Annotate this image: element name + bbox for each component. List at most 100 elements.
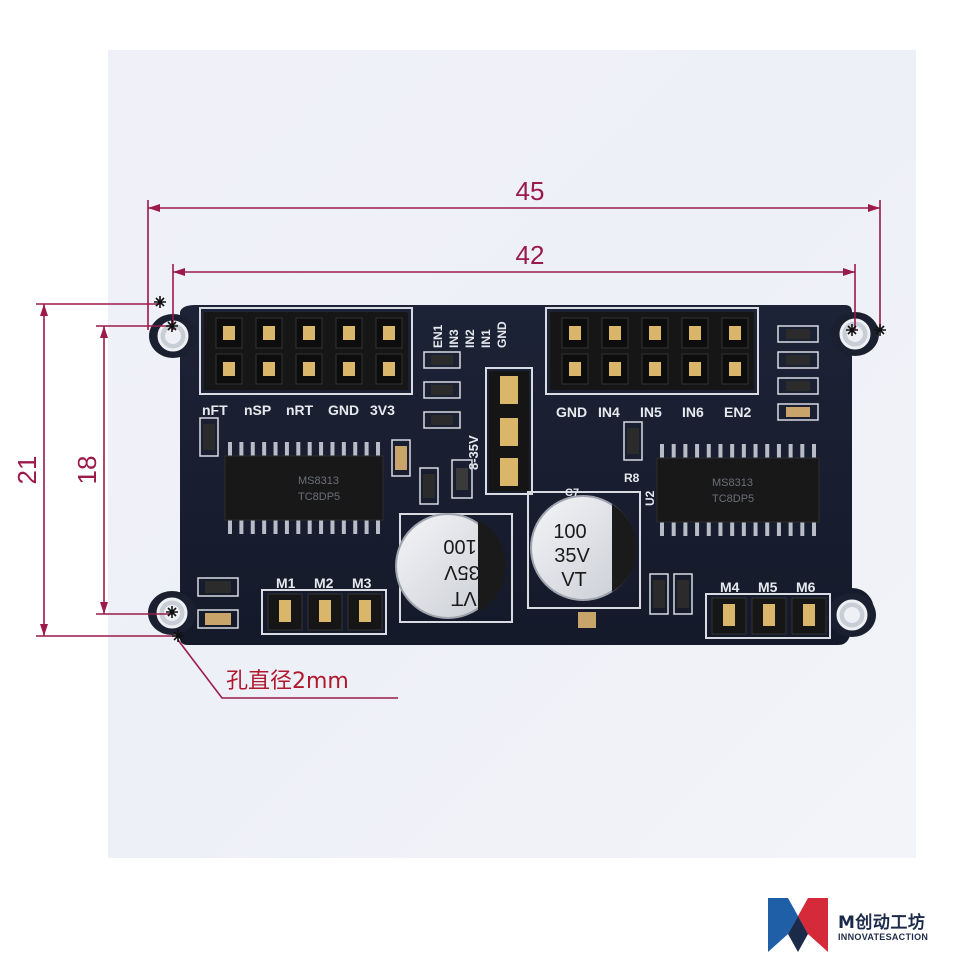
header-pin <box>649 326 661 340</box>
motor-left-label-2: M3 <box>352 575 372 591</box>
vertical-pin-label-4: GND <box>495 321 509 348</box>
chip-lead <box>284 520 289 534</box>
motor-left-label-0: M1 <box>276 575 296 591</box>
chip-lead <box>683 522 688 536</box>
header-pin <box>729 362 741 376</box>
smd-resistors-top <box>423 351 461 429</box>
brand-name: M创动工坊 <box>838 913 926 933</box>
chip-lead <box>330 442 335 456</box>
header-pin <box>649 362 661 376</box>
chip-lead <box>330 520 335 534</box>
header-pin <box>343 326 355 340</box>
header-pin-socket <box>601 317 629 349</box>
header-pin <box>383 362 395 376</box>
chip-lead <box>812 444 816 458</box>
brand-mark-icon <box>768 898 828 952</box>
chip-lead <box>730 522 735 536</box>
header-pin <box>383 326 395 340</box>
right-header-label-0: GND <box>556 404 587 420</box>
chip-lead <box>262 520 267 534</box>
header-pin-socket <box>681 317 709 349</box>
chip-lead <box>671 444 676 458</box>
chip-lead <box>800 522 805 536</box>
chip-right-part: MS8313 <box>712 477 753 489</box>
header-pin <box>569 362 581 376</box>
left-header-label-4: 3V3 <box>370 402 395 418</box>
chip-lead <box>788 444 793 458</box>
cap-right-line2: 35V <box>554 545 590 567</box>
chip-lead <box>250 442 255 456</box>
motor-left-label-1: M2 <box>314 575 334 591</box>
capacitor-right: 100 35V VT C7 <box>527 487 641 628</box>
chip-lead <box>364 520 369 534</box>
chip-lead <box>730 444 735 458</box>
dimension-lines <box>36 200 881 699</box>
chip-lead <box>353 442 358 456</box>
motor-connector-right <box>705 593 831 639</box>
chip-lead <box>706 444 711 458</box>
cap-left-line1: VT <box>451 587 477 609</box>
chip-right-code: TC8DP5 <box>712 493 754 505</box>
left-header-label-2: nRT <box>286 402 314 418</box>
chip-lead <box>812 522 816 536</box>
hole-center-marks <box>154 296 886 642</box>
header-pin <box>263 326 275 340</box>
left-header-label-3: GND <box>328 402 359 418</box>
chip-left-code: TC8DP5 <box>298 491 340 503</box>
right-header-label-4: EN2 <box>724 404 751 420</box>
motor-right-label-1: M5 <box>758 579 778 595</box>
chip-lead <box>671 522 676 536</box>
cap-left-line3: 100 <box>443 535 476 557</box>
chip-lead <box>341 442 346 456</box>
chip-lead <box>660 444 664 458</box>
motor-left-labels: M1 M2 M3 <box>276 575 372 591</box>
header-pin <box>609 326 621 340</box>
smd-resistors-right <box>777 325 819 421</box>
chip-lead <box>718 522 723 536</box>
chip-lead <box>776 522 781 536</box>
vertical-pin-label-1: IN3 <box>447 329 461 348</box>
header-pin <box>729 326 741 340</box>
chip-lead <box>695 522 700 536</box>
cap-right-line1: 100 <box>553 521 586 543</box>
chip-lead <box>341 520 346 534</box>
header-pin <box>223 326 235 340</box>
power-header: 8-35V <box>466 367 533 495</box>
chip-lead <box>262 442 267 456</box>
header-pin-socket <box>561 353 589 385</box>
chip-lead <box>683 444 688 458</box>
motor-pin <box>723 604 735 626</box>
cap-ref-label: C7 <box>565 487 579 499</box>
chip-lead <box>239 520 244 534</box>
regulator-label: U2 <box>643 490 657 506</box>
chip-lead <box>776 444 781 458</box>
header-pin <box>689 362 701 376</box>
chip-lead <box>319 520 324 534</box>
dimension-42: 42 <box>516 240 545 270</box>
right-header-label-2: IN5 <box>640 404 662 420</box>
cap-left-line2: 35V <box>444 561 480 583</box>
motor-pin <box>763 604 775 626</box>
vertical-pin-label-0: EN1 <box>431 324 445 348</box>
cap-right-line3: VT <box>561 569 587 591</box>
header-pin <box>263 362 275 376</box>
chip-lead <box>706 522 711 536</box>
brand-tagline: INNOVATESACTION <box>838 932 929 942</box>
chip-lead <box>307 520 312 534</box>
right-pin-header <box>545 307 759 395</box>
chip-lead <box>765 444 770 458</box>
right-header-label-3: IN6 <box>682 404 704 420</box>
chip-lead <box>753 522 758 536</box>
header-pin <box>223 362 235 376</box>
driver-chip-right: MS8313 TC8DP5 R8 U2 <box>623 421 820 536</box>
resistor-label: R8 <box>624 471 640 485</box>
motor-pin <box>279 600 291 622</box>
chip-lead <box>239 442 244 456</box>
chip-lead <box>765 522 770 536</box>
chip-lead <box>718 444 723 458</box>
chip-lead <box>364 442 369 456</box>
